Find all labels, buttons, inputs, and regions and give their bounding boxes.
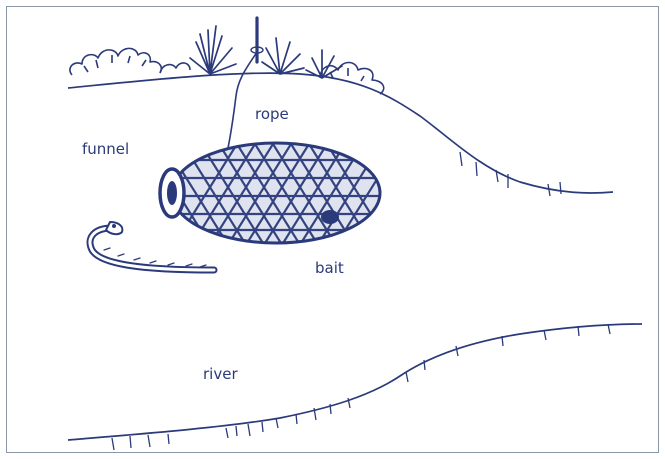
- reed-plants: [190, 26, 342, 78]
- trap-body: [114, 120, 432, 280]
- river-label: river: [203, 365, 238, 383]
- bait-label: bait: [315, 259, 344, 277]
- river-bank-ticks: [112, 324, 610, 450]
- rope-line: [228, 52, 257, 148]
- funnel-label: funnel: [82, 140, 129, 158]
- eel: [90, 222, 214, 270]
- rope-label: rope: [255, 105, 289, 123]
- bait-blob: [321, 210, 339, 224]
- river-bank: [68, 324, 642, 440]
